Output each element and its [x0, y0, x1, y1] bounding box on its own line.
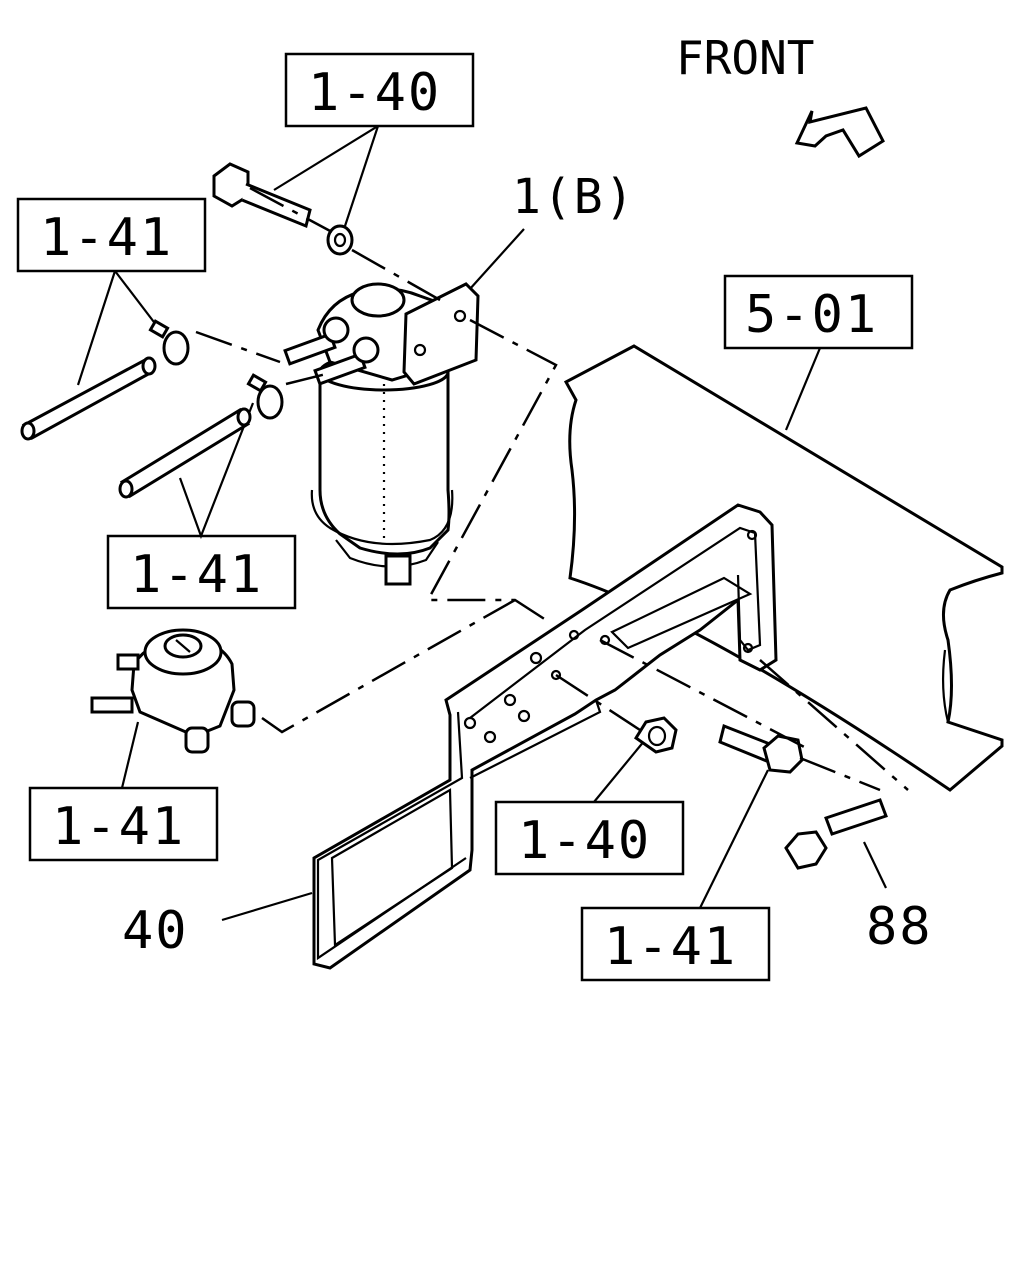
svg-text:1-40: 1-40: [308, 63, 441, 123]
fuel-hose-lower: [118, 407, 252, 499]
washer-top: [326, 224, 354, 256]
priming-pump: [90, 628, 256, 754]
callout-frame-5-01: 5-01: [723, 274, 914, 350]
svg-text:5-01: 5-01: [745, 285, 878, 345]
front-arrow-icon: [794, 106, 885, 159]
frame-rail: [563, 344, 1004, 792]
callout-top-1-40: 1-40: [284, 52, 475, 128]
svg-text:1(B): 1(B): [512, 169, 636, 225]
callout-filter-1b: 1(B): [512, 169, 636, 225]
callout-left-1-41: 1-41: [16, 197, 207, 273]
svg-text:1-40: 1-40: [518, 811, 651, 871]
fuel-hose-upper: [20, 356, 157, 441]
svg-text:40: 40: [122, 901, 189, 961]
callout-bolt-1-41: 1-41: [580, 906, 771, 982]
svg-text:1-41: 1-41: [52, 797, 185, 857]
assembly-lines: [195, 186, 1003, 792]
bracket-40: [312, 503, 778, 970]
front-label: FRONT: [676, 31, 814, 85]
flange-bolt: [718, 723, 804, 774]
bolt-88: [784, 798, 888, 870]
callout-mid-1-41: 1-41: [106, 534, 297, 610]
fuel-filter: [283, 282, 480, 586]
hose-clamp-lower: [246, 373, 284, 420]
flange-nut: [633, 716, 678, 754]
svg-text:88: 88: [866, 897, 933, 957]
svg-text:1-41: 1-41: [130, 545, 263, 605]
bolt-top: [212, 162, 312, 229]
part-number-40: 40: [122, 901, 189, 961]
leader-lines: [76, 125, 887, 922]
hose-clamp-upper: [148, 319, 190, 366]
part-number-88: 88: [866, 897, 933, 957]
svg-text:1-41: 1-41: [40, 208, 173, 268]
callout-nut-1-40: 1-40: [494, 800, 685, 876]
svg-text:1-41: 1-41: [604, 917, 737, 977]
callout-lower-left-1-41: 1-41: [28, 786, 219, 862]
